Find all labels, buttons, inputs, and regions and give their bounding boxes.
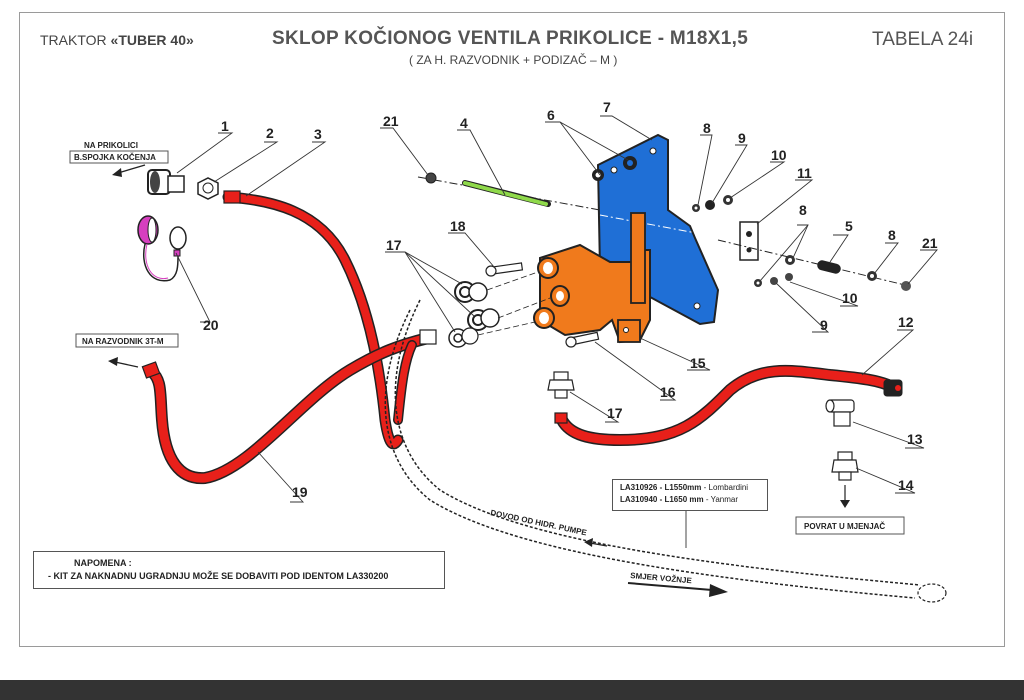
part-number: 10 xyxy=(771,147,787,163)
page-title: SKLOP KOČIONOG VENTILA PRIKOLICE - M18X1… xyxy=(272,28,749,49)
part-number: 1 xyxy=(221,118,229,134)
page-subtitle: ( ZA H. RAZVODNIK + PODIZAČ – M ) xyxy=(409,53,618,67)
hose-3 xyxy=(222,190,404,450)
hose-code: LA310926 - L1550mm xyxy=(620,483,702,492)
direction-arrows xyxy=(108,164,728,597)
hose-variant-row: LA310926 - L1550mm - Lombardini xyxy=(620,483,748,492)
part-number: 12 xyxy=(898,314,914,330)
leader-lines xyxy=(175,115,938,548)
part-number: 20 xyxy=(203,317,219,333)
part-20-dust-cap xyxy=(137,215,187,282)
hose-elbow xyxy=(393,340,417,425)
spojka-label: B.SPOJKA KOČENJA xyxy=(74,153,156,162)
part-number: 9 xyxy=(738,130,746,146)
tractor-label: TRAKTOR «TUBER 40» xyxy=(40,32,194,48)
part-number-labels: 1 2 3 4 5 6 7 8 8 8 9 9 10 10 11 12 13 1… xyxy=(203,99,938,500)
part-number: 5 xyxy=(845,218,853,234)
hose-19 xyxy=(141,329,437,485)
part-number: 16 xyxy=(660,384,676,400)
part-number: 11 xyxy=(797,165,812,181)
dovod-label: DOVOD OD HIDR. PUMPE xyxy=(490,508,589,537)
tractor-model: «TUBER 40» xyxy=(110,32,194,48)
part-number: 10 xyxy=(842,290,858,306)
part-17-adapter xyxy=(547,371,575,399)
drawing-frame xyxy=(19,12,1005,647)
hose-engine: - Lombardini xyxy=(701,483,749,492)
na-prikolici-label: NA PRIKOLICI xyxy=(84,141,138,150)
part-16-bolt xyxy=(565,331,600,348)
part-number: 21 xyxy=(383,113,399,129)
spojka-box xyxy=(69,150,169,164)
part-number: 4 xyxy=(460,115,468,131)
povrat-label: POVRAT U MJENJAČ xyxy=(804,522,885,531)
note-text: - KIT ZA NAKNADNU UGRADNJU MOŽE SE DOBAV… xyxy=(48,571,389,581)
table-reference: TABELA 24i xyxy=(872,29,974,50)
part-number: 19 xyxy=(292,484,308,500)
part-number: 13 xyxy=(907,431,923,447)
part-17-fittings xyxy=(448,271,551,348)
part-number: 8 xyxy=(703,120,711,136)
part-number: 18 xyxy=(450,218,466,234)
right-hardware xyxy=(692,195,911,291)
part-number: 17 xyxy=(607,405,623,421)
part-15-valve-body xyxy=(533,212,651,344)
part-13-tee xyxy=(825,399,855,427)
razvodnik-label: NA RAZVODNIK 3T-M xyxy=(82,337,164,346)
povrat-box xyxy=(795,516,905,535)
viewer-bottom-bar xyxy=(0,680,1024,700)
part-number: 14 xyxy=(898,477,914,493)
part-2-nut xyxy=(197,177,219,200)
part-number: 21 xyxy=(922,235,938,251)
supply-line-dashed xyxy=(384,299,947,603)
razvodnik-box xyxy=(75,333,179,348)
part-4-rod xyxy=(417,172,601,211)
part-number: 8 xyxy=(799,202,807,218)
hose-12 xyxy=(554,364,903,447)
part-number: 3 xyxy=(314,126,322,142)
part-number: 2 xyxy=(266,125,274,141)
hose-length-box: LA310926 - L1550mm - Lombardini LA310940… xyxy=(612,479,768,511)
part-number: 6 xyxy=(547,107,555,123)
part-1-coupling xyxy=(147,169,185,195)
part-number: 8 xyxy=(888,227,896,243)
part-18-bolt xyxy=(485,262,524,277)
part-number: 9 xyxy=(820,317,828,333)
note-heading: NAPOMENA : xyxy=(74,558,132,568)
part-number: 17 xyxy=(386,237,402,253)
part-number: 15 xyxy=(690,355,706,371)
tractor-prefix: TRAKTOR xyxy=(40,32,111,48)
note-box: NAPOMENA : - KIT ZA NAKNADNU UGRADNJU MO… xyxy=(33,551,445,589)
part-number: 7 xyxy=(603,99,611,115)
hose-variant-row: LA310940 - L1650 mm - Yanmar xyxy=(620,495,738,504)
part-14-adapter xyxy=(831,451,859,508)
hose-engine: - Yanmar xyxy=(703,495,738,504)
hose-code: LA310940 - L1650 mm xyxy=(620,495,704,504)
